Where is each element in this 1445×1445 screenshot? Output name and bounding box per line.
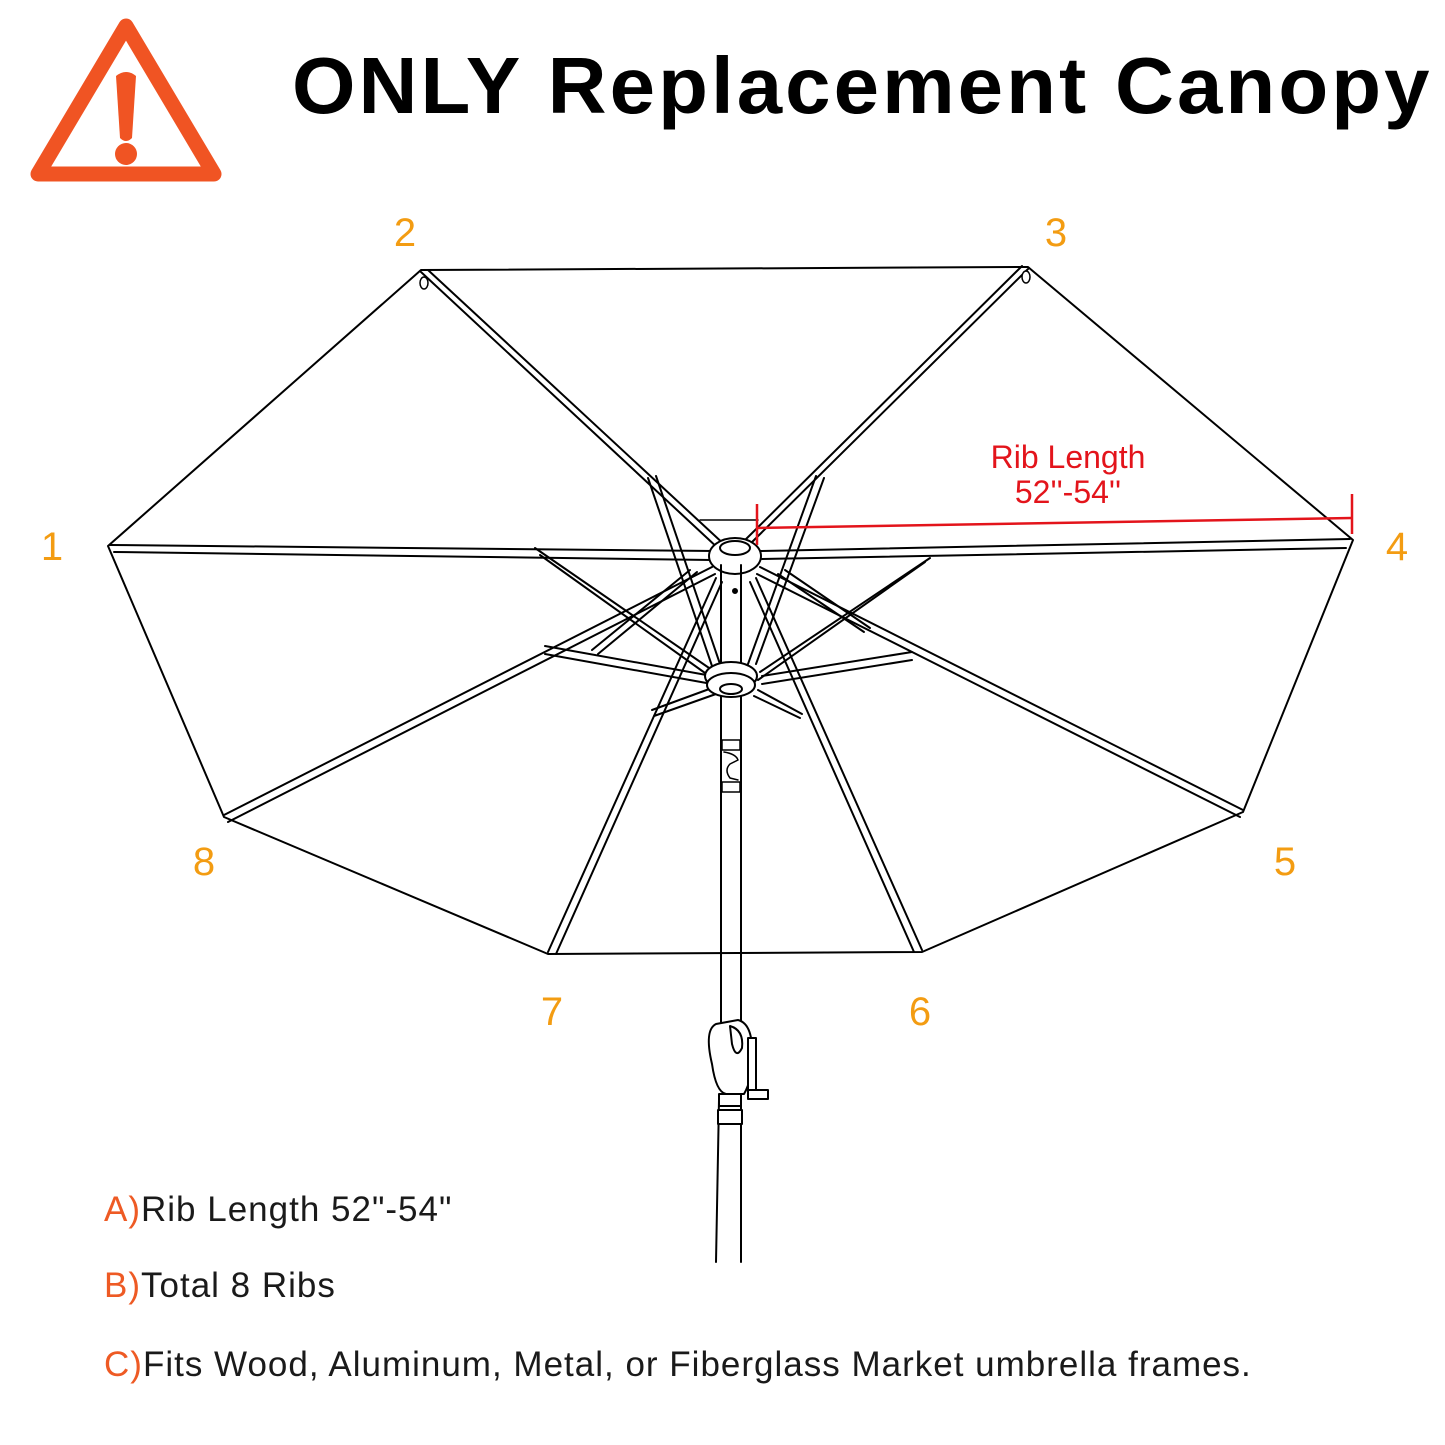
rib-number-7: 7 — [540, 990, 564, 1034]
lower-hub — [704, 661, 758, 698]
spec-prefix: B) — [104, 1266, 141, 1305]
spec-prefix: C) — [104, 1345, 143, 1384]
spec-item-compatibility: C)Fits Wood, Aluminum, Metal, or Fibergl… — [104, 1347, 1252, 1382]
rib-length-label-line2: 52''-54'' — [1014, 474, 1122, 510]
spec-text: Rib Length 52"-54" — [141, 1190, 453, 1229]
warning-triangle-icon — [30, 18, 222, 182]
rib-length-label: Rib Length 52''-54'' — [991, 440, 1146, 510]
stretchers — [534, 475, 931, 719]
rib-number-3: 3 — [1044, 211, 1068, 255]
page-title: ONLY Replacement Canopy — [292, 41, 1433, 130]
crank-handle — [707, 1019, 769, 1125]
top-hub — [708, 537, 762, 575]
rib-tips — [419, 270, 1031, 290]
rib-number-8: 8 — [192, 840, 216, 884]
spec-item-total-ribs: B)Total 8 Ribs — [104, 1268, 336, 1303]
rib-number-4: 4 — [1385, 525, 1409, 569]
rib-length-label-line1: Rib Length — [990, 439, 1146, 475]
rib-number-1: 1 — [40, 525, 64, 569]
main-ribs — [109, 265, 1351, 955]
umbrella-pole — [715, 564, 742, 1263]
spec-text: Fits Wood, Aluminum, Metal, or Fiberglas… — [142, 1345, 1252, 1384]
rib-number-6: 6 — [908, 990, 932, 1034]
tilt-button — [721, 739, 741, 793]
spec-text: Total 8 Ribs — [141, 1266, 336, 1305]
rib-length-dimension — [755, 494, 1354, 545]
rib-number-2: 2 — [393, 211, 417, 255]
spec-prefix: A) — [104, 1190, 141, 1229]
canopy-outline — [107, 266, 1354, 955]
rib-number-5: 5 — [1273, 840, 1297, 884]
spec-item-rib-length: A)Rib Length 52"-54" — [104, 1192, 452, 1227]
